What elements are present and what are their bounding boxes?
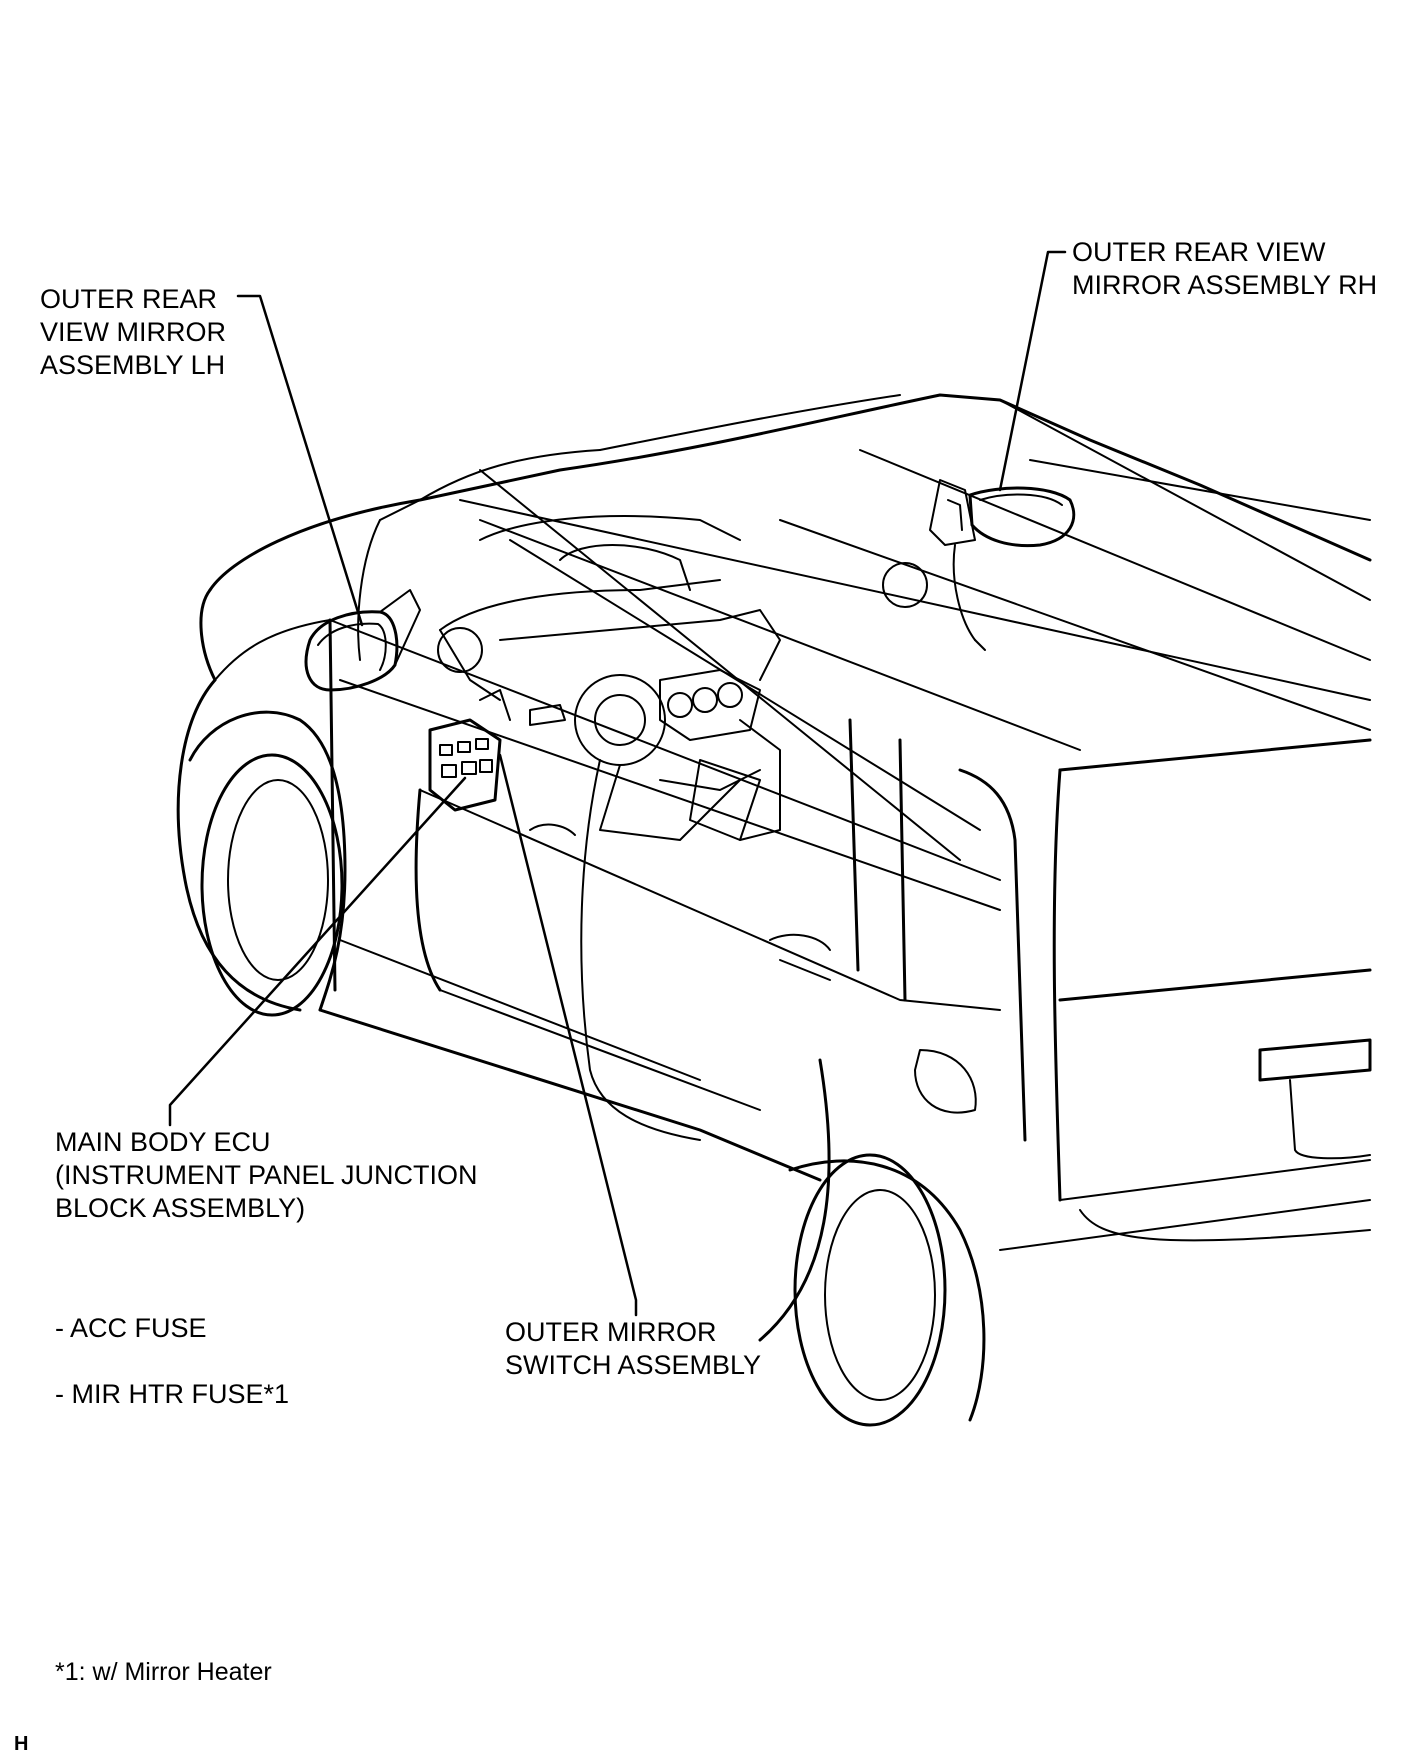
label-main-body-ecu: MAIN BODY ECU (INSTRUMENT PANEL JUNCTION… [55, 1127, 478, 1223]
label-mirror-rh: OUTER REAR VIEW MIRROR ASSEMBLY RH [1072, 237, 1378, 300]
label-acc-fuse: - ACC FUSE [55, 1313, 207, 1343]
footnote: *1: w/ Mirror Heater [55, 1658, 272, 1686]
leader-lines [168, 250, 1067, 1317]
figure-code: H [14, 1733, 29, 1755]
label-outer-mirror-switch: OUTER MIRROR SWITCH ASSEMBLY [505, 1317, 762, 1380]
mirror-lh-drawing [304, 589, 421, 692]
leader-mirror-lh [236, 294, 364, 627]
mirror-rh-drawing [929, 479, 1076, 651]
leader-switch [498, 753, 638, 1317]
label-mir-htr-fuse: - MIR HTR FUSE*1 [55, 1379, 290, 1409]
leader-ecu [168, 776, 467, 1127]
label-mirror-lh: OUTER REAR VIEW MIRROR ASSEMBLY LH [40, 284, 226, 380]
leader-mirror-rh [998, 250, 1067, 492]
car-body [176, 393, 1372, 1427]
instrument-panel [428, 515, 928, 841]
cabin-lines [329, 399, 1371, 911]
